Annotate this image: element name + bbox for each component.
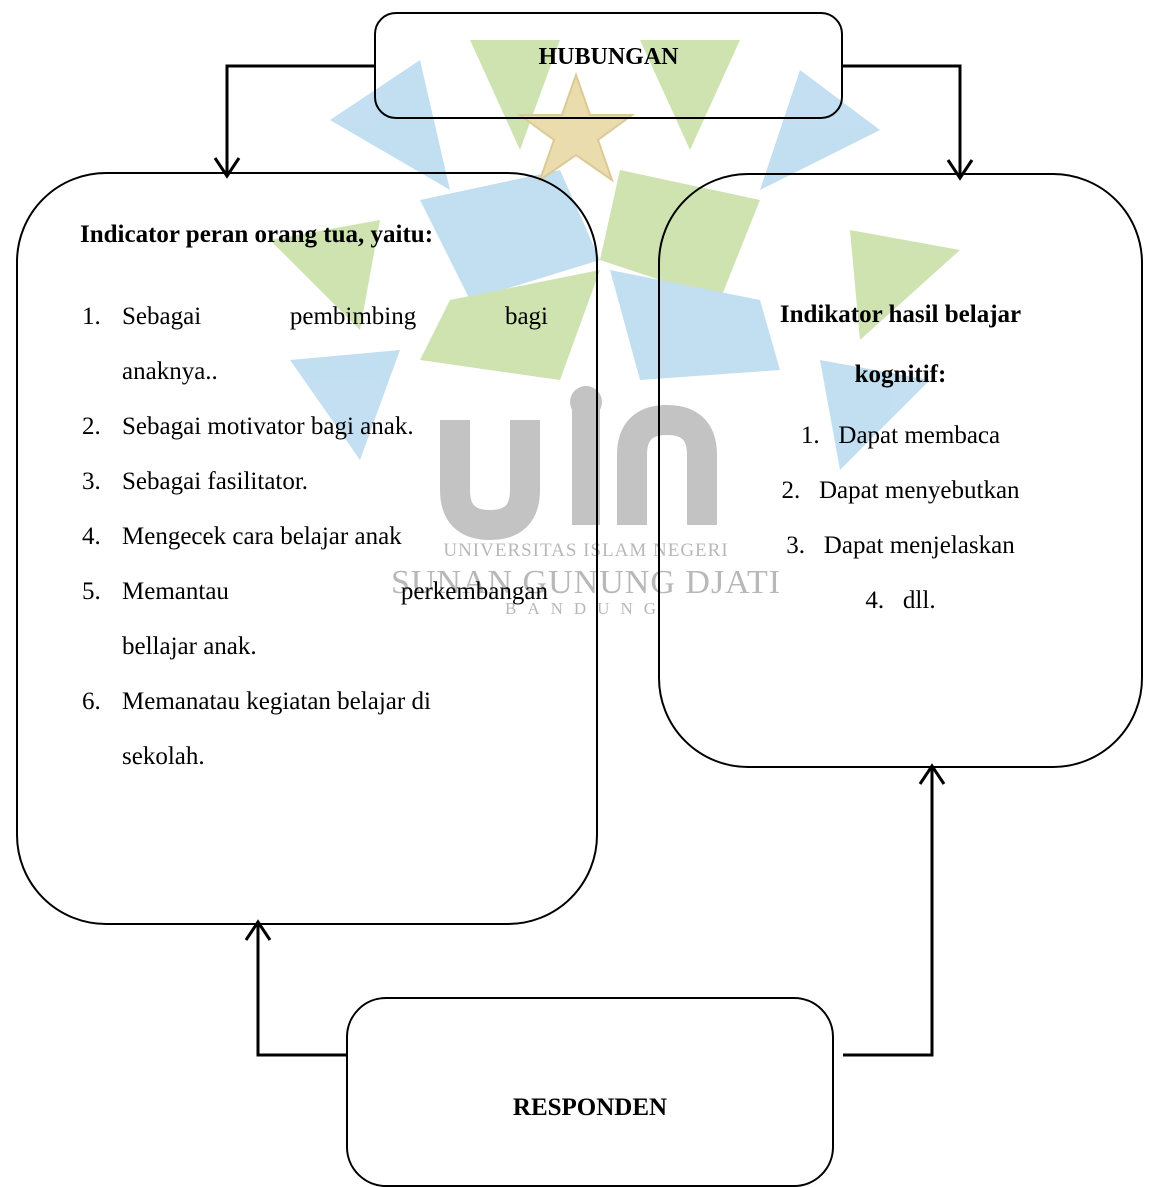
watermark-line2: SUNAN GUNUNG DJATI [391, 564, 781, 601]
hubungan-box: HUBUNGAN [374, 12, 843, 119]
responden-label: RESPONDEN [512, 1094, 668, 1121]
list-item: 3. Dapat menjelaskan [786, 532, 1015, 559]
arrow-responden-to-right [843, 768, 934, 1057]
list-item: 2. Dapat menyebutkan [781, 477, 1020, 504]
list-item: 3. Sebagai fasilitator. [82, 468, 309, 495]
list-item: 1. Dapat membaca [800, 422, 1001, 449]
list-item: 2. Sebagai motivator bagi anak. [82, 413, 414, 440]
parent-role-list: 1. Sebagai pembimbing bagi anaknya.. 2. … [82, 289, 548, 784]
list-item: 1. Sebagai pembimbing bagi anaknya.. [82, 303, 548, 385]
arrow-hubungan-to-right [843, 64, 962, 176]
list-item: 5. Memantau perkembangan bellajar anak. [82, 578, 548, 660]
arrow-responden-to-left [256, 924, 346, 1057]
learning-outcome-list: 1. Dapat membaca 2. Dapat menyebutkan 3.… [660, 408, 1141, 628]
list-item: 4. Mengecek cara belajar anak [82, 523, 402, 550]
learning-outcome-heading: Indikator hasil belajar kognitif: [779, 301, 1022, 388]
parent-role-heading: Indicator peran orang tua, yaitu: [80, 221, 434, 248]
watermark-line1: UNIVERSITAS ISLAM NEGERI [443, 540, 728, 561]
hubungan-label: HUBUNGAN [538, 44, 679, 70]
parent-role-indicator-box: Indicator peran orang tua, yaitu: 1. Seb… [16, 172, 598, 925]
watermark-line3: BANDUNG [505, 599, 667, 618]
list-item: 6. Memanatau kegiatan belajar di sekolah… [82, 688, 431, 770]
list-item: 4. dll. [865, 587, 936, 614]
arrow-hubungan-to-left [225, 64, 374, 174]
responden-box: RESPONDEN [346, 997, 834, 1187]
learning-outcome-indicator-box: Indikator hasil belajar kognitif: 1. Dap… [658, 173, 1143, 768]
